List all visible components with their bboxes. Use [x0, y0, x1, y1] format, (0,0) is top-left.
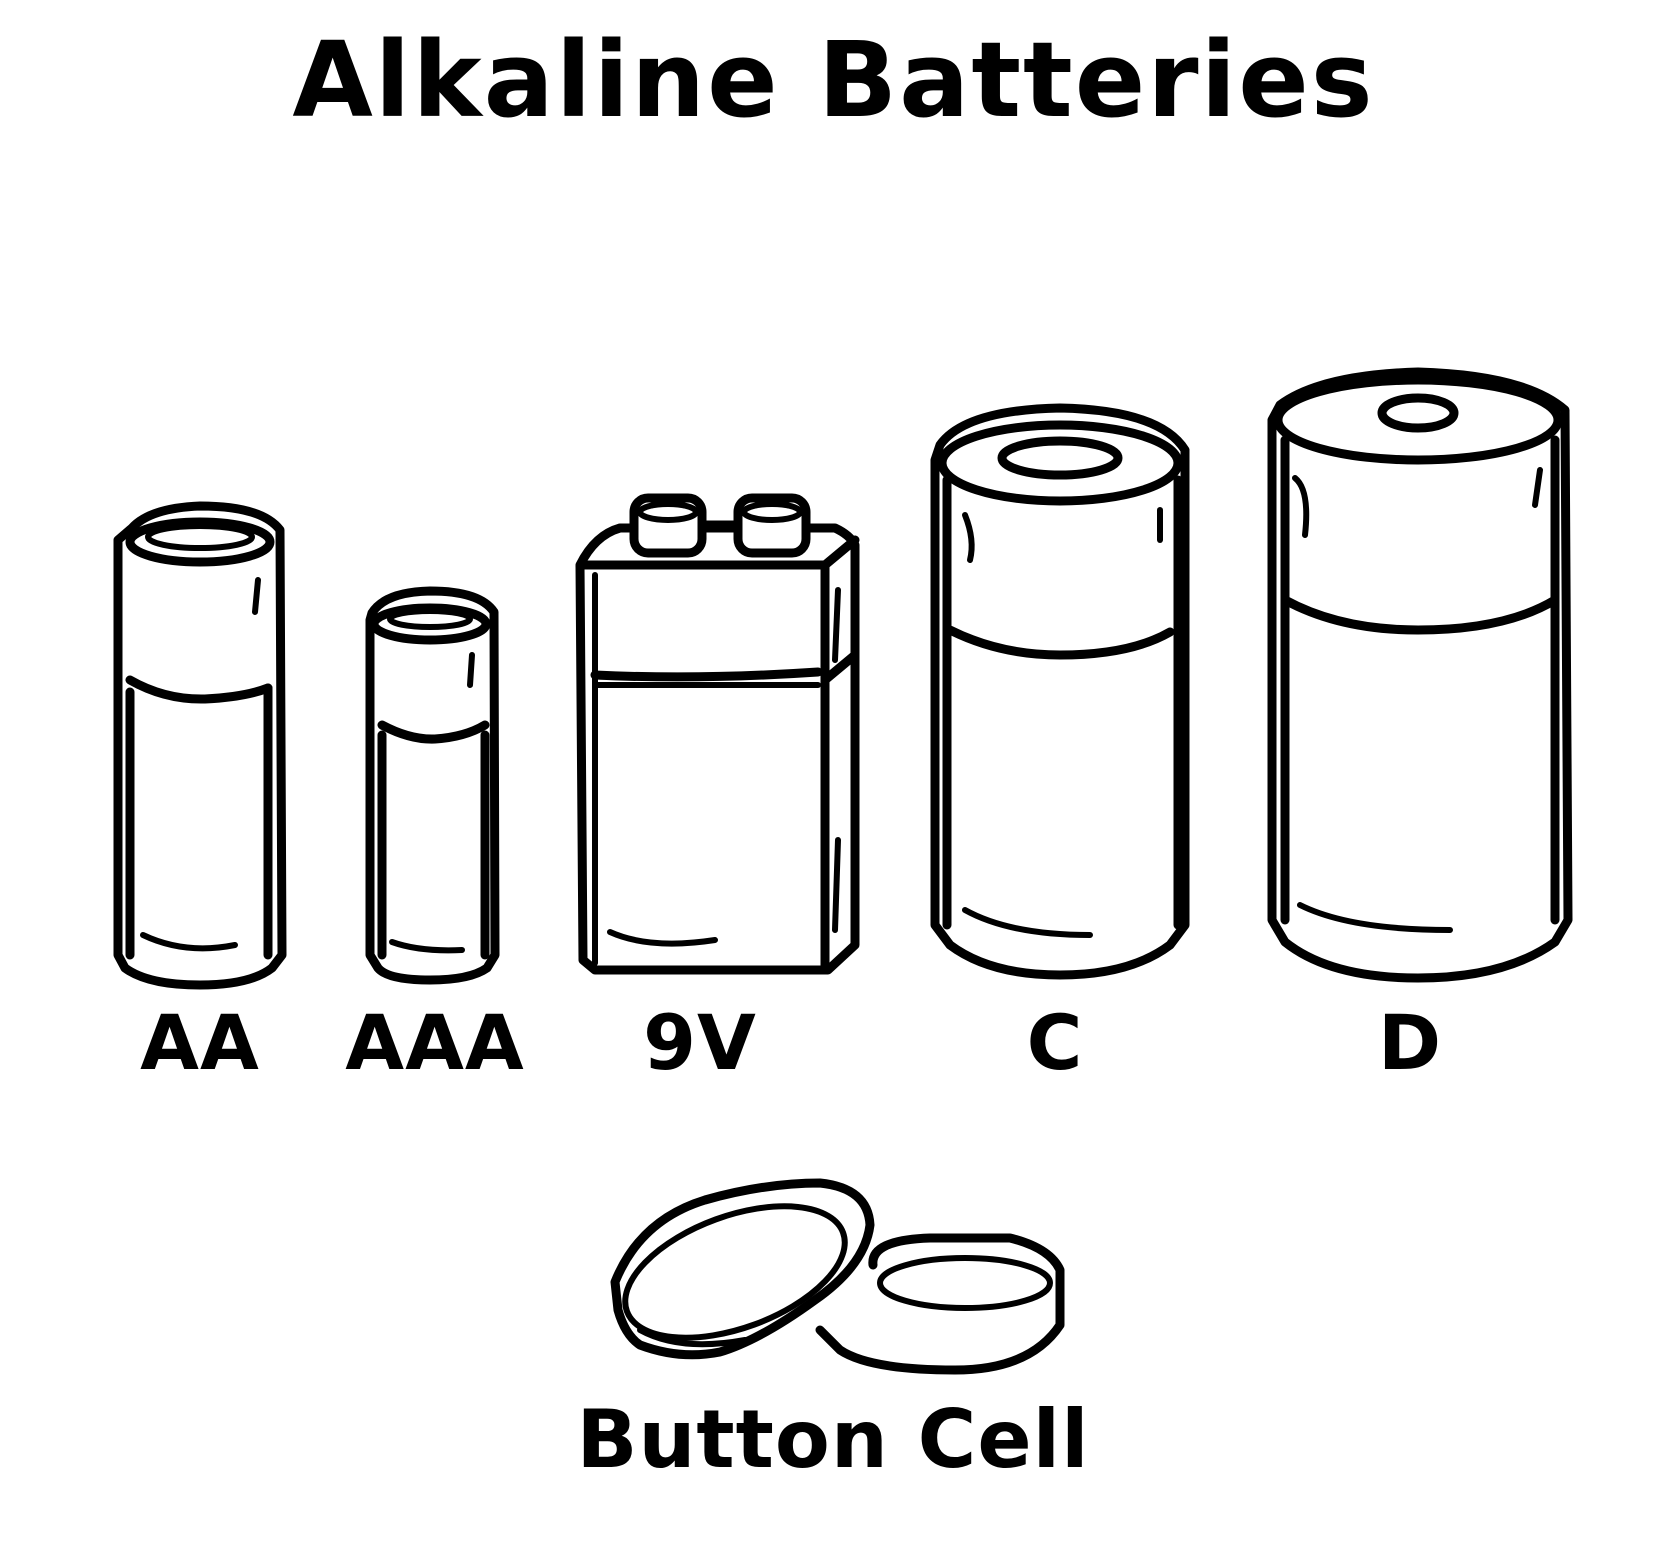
- aaa-battery-illustration: [365, 586, 500, 985]
- page-title: Alkaline Batteries: [292, 19, 1375, 141]
- aa-label: AA: [140, 998, 260, 1087]
- 9v-label: 9V: [643, 998, 757, 1087]
- 9v-battery-illustration: [575, 493, 860, 975]
- c-label: C: [1026, 998, 1084, 1087]
- d-battery-illustration: [1267, 367, 1573, 983]
- d-label: D: [1377, 998, 1443, 1087]
- button-cell-label: Button Cell: [576, 1393, 1090, 1486]
- aaa-label: AAA: [345, 998, 525, 1087]
- button-cell-illustration: [610, 1178, 1065, 1375]
- aa-battery-illustration: [113, 501, 287, 990]
- c-battery-illustration: [930, 403, 1190, 980]
